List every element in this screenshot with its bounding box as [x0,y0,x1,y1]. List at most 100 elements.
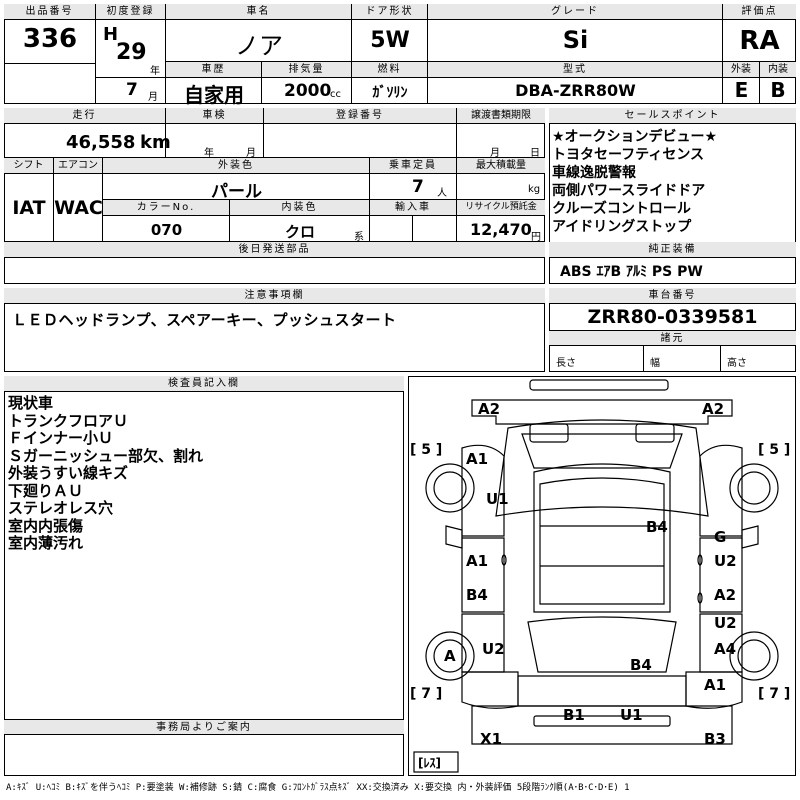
sales-point-item: トヨタセーフティセンス [552,147,705,163]
interior-color-unit: 系 [354,232,364,243]
history: 自家用 [184,83,244,107]
model-name-label: 車名 [166,4,352,20]
reg-year: 29 [116,40,147,65]
tire-label: [ 5 ] [410,442,442,458]
color-label: 外装色 [103,158,370,174]
reg-month-cell [96,78,166,104]
capacity-unit: 人 [437,188,447,199]
notes-text: ＬＥＤヘッドランプ、スペアーキー、プッシュスタート [12,311,397,329]
grade-label: グレード [428,4,723,20]
sales-point-item: 両側パワースライドドア [552,183,706,199]
transfer-day-unit: 日 [530,148,540,159]
displacement: 2000 [284,81,332,101]
chassis-label: 車台番号 [549,288,796,304]
lot-no-cell [4,20,96,64]
damage-mark: A2 [702,400,724,418]
shift-cell [4,174,54,242]
type: DBA-ZRR80W [515,81,636,100]
width-label: 幅 [650,358,660,369]
recycle-cell [457,216,545,242]
mileage-cell [4,124,166,158]
fuel: ｶﾞｿﾘﾝ [372,85,408,101]
interior-color-cell [230,216,370,242]
inspector-line: 現状車 [8,394,54,412]
model-name-cell [166,20,352,62]
damage-mark: U2 [482,640,505,658]
color-cell [103,174,370,200]
sales-point-item: 車線逸脱警報 [552,165,636,181]
office-label: 事務局よりご案内 [4,719,404,735]
inspector-line: トランクフロアＵ [8,411,129,430]
history-cell [166,78,262,104]
door-cell [352,20,428,62]
fuel-cell [352,78,428,104]
shift-label: シフト [4,158,54,174]
damage-mark: X1 [480,730,502,748]
damage-mark: B1 [563,706,585,724]
mileage-label: 走行 [4,108,166,124]
history-label: 車歴 [166,62,262,78]
int-score: B [770,78,786,102]
transfer-month-unit: 月 [490,148,500,159]
chassis-number: ZRR80-0339581 [587,306,758,328]
sales-point-item: クルーズコントロール [552,201,691,217]
damage-mark: U1 [486,490,509,508]
displacement-label: 排気量 [262,62,352,78]
transfer-label: 譲渡書類期限 [457,108,545,124]
capacity-cell [370,174,457,200]
sales-point-item: アイドリングストップ [552,219,692,235]
inspection-label: 車検 [166,108,264,124]
ac-label: エアコン [54,158,103,174]
reg-month: 7 [126,80,138,100]
specs-length-cell [549,346,644,372]
grade-cell [428,20,723,62]
import-label: 輸入車 [370,200,457,216]
equipment-label: 純正装備 [549,242,796,258]
damage-mark: A1 [466,552,488,570]
damage-mark: A1 [704,676,726,694]
score-label: 評価点 [723,4,796,20]
damage-mark: A1 [466,450,488,468]
recycle-unit: 円 [531,232,541,243]
mileage: 46,558 [66,132,136,153]
color-no: 070 [150,221,183,239]
type-label: 型式 [428,62,723,78]
later-parts-label: 後日発送部品 [4,242,545,258]
sales-point-item: ★オークションデビュー★ [552,129,718,145]
year-unit: 年 [150,66,160,77]
first-reg-cell [96,20,166,78]
color-no-label: カラーNo. [103,200,230,216]
displacement-unit: cc [330,89,341,100]
interior-color-label: 内装色 [230,200,370,216]
sales-points-label: セールスポイント [549,108,796,124]
damage-mark: A2 [478,400,500,418]
lot-no-blank [4,64,96,104]
length-label: 長さ [556,358,576,369]
ext-score: E [734,78,749,102]
damage-mark: B4 [646,518,668,536]
load-unit: kg [528,184,541,195]
tire-label: [ 7 ] [410,686,442,702]
score: RA [739,26,780,56]
transfer-cell [457,124,545,158]
inspector-line: 外装うすい線キズ [8,464,129,482]
height-label: 高さ [727,358,747,369]
inspector-line: Ｆインナー小Ｕ [8,429,114,447]
mileage-unit: km [140,132,171,153]
inspector-line: 室内薄汚れ [8,534,84,552]
inspector-label: 検査員記入欄 [4,376,404,392]
model-name: ノア [235,32,283,60]
month-unit: 月 [148,92,158,103]
reg-no-label: 登録番号 [264,108,457,124]
tire-label: [ 5 ] [758,442,790,458]
damage-mark: U2 [714,614,737,632]
specs-label: 諸元 [549,330,796,346]
shift: IAT [12,197,46,219]
car-diagram-box [408,376,796,776]
fuel-label: 燃料 [352,62,428,78]
inspector-line: 室内内張傷 [8,516,84,535]
damage-mark: B4 [630,656,652,674]
capacity: 7 [412,177,424,197]
